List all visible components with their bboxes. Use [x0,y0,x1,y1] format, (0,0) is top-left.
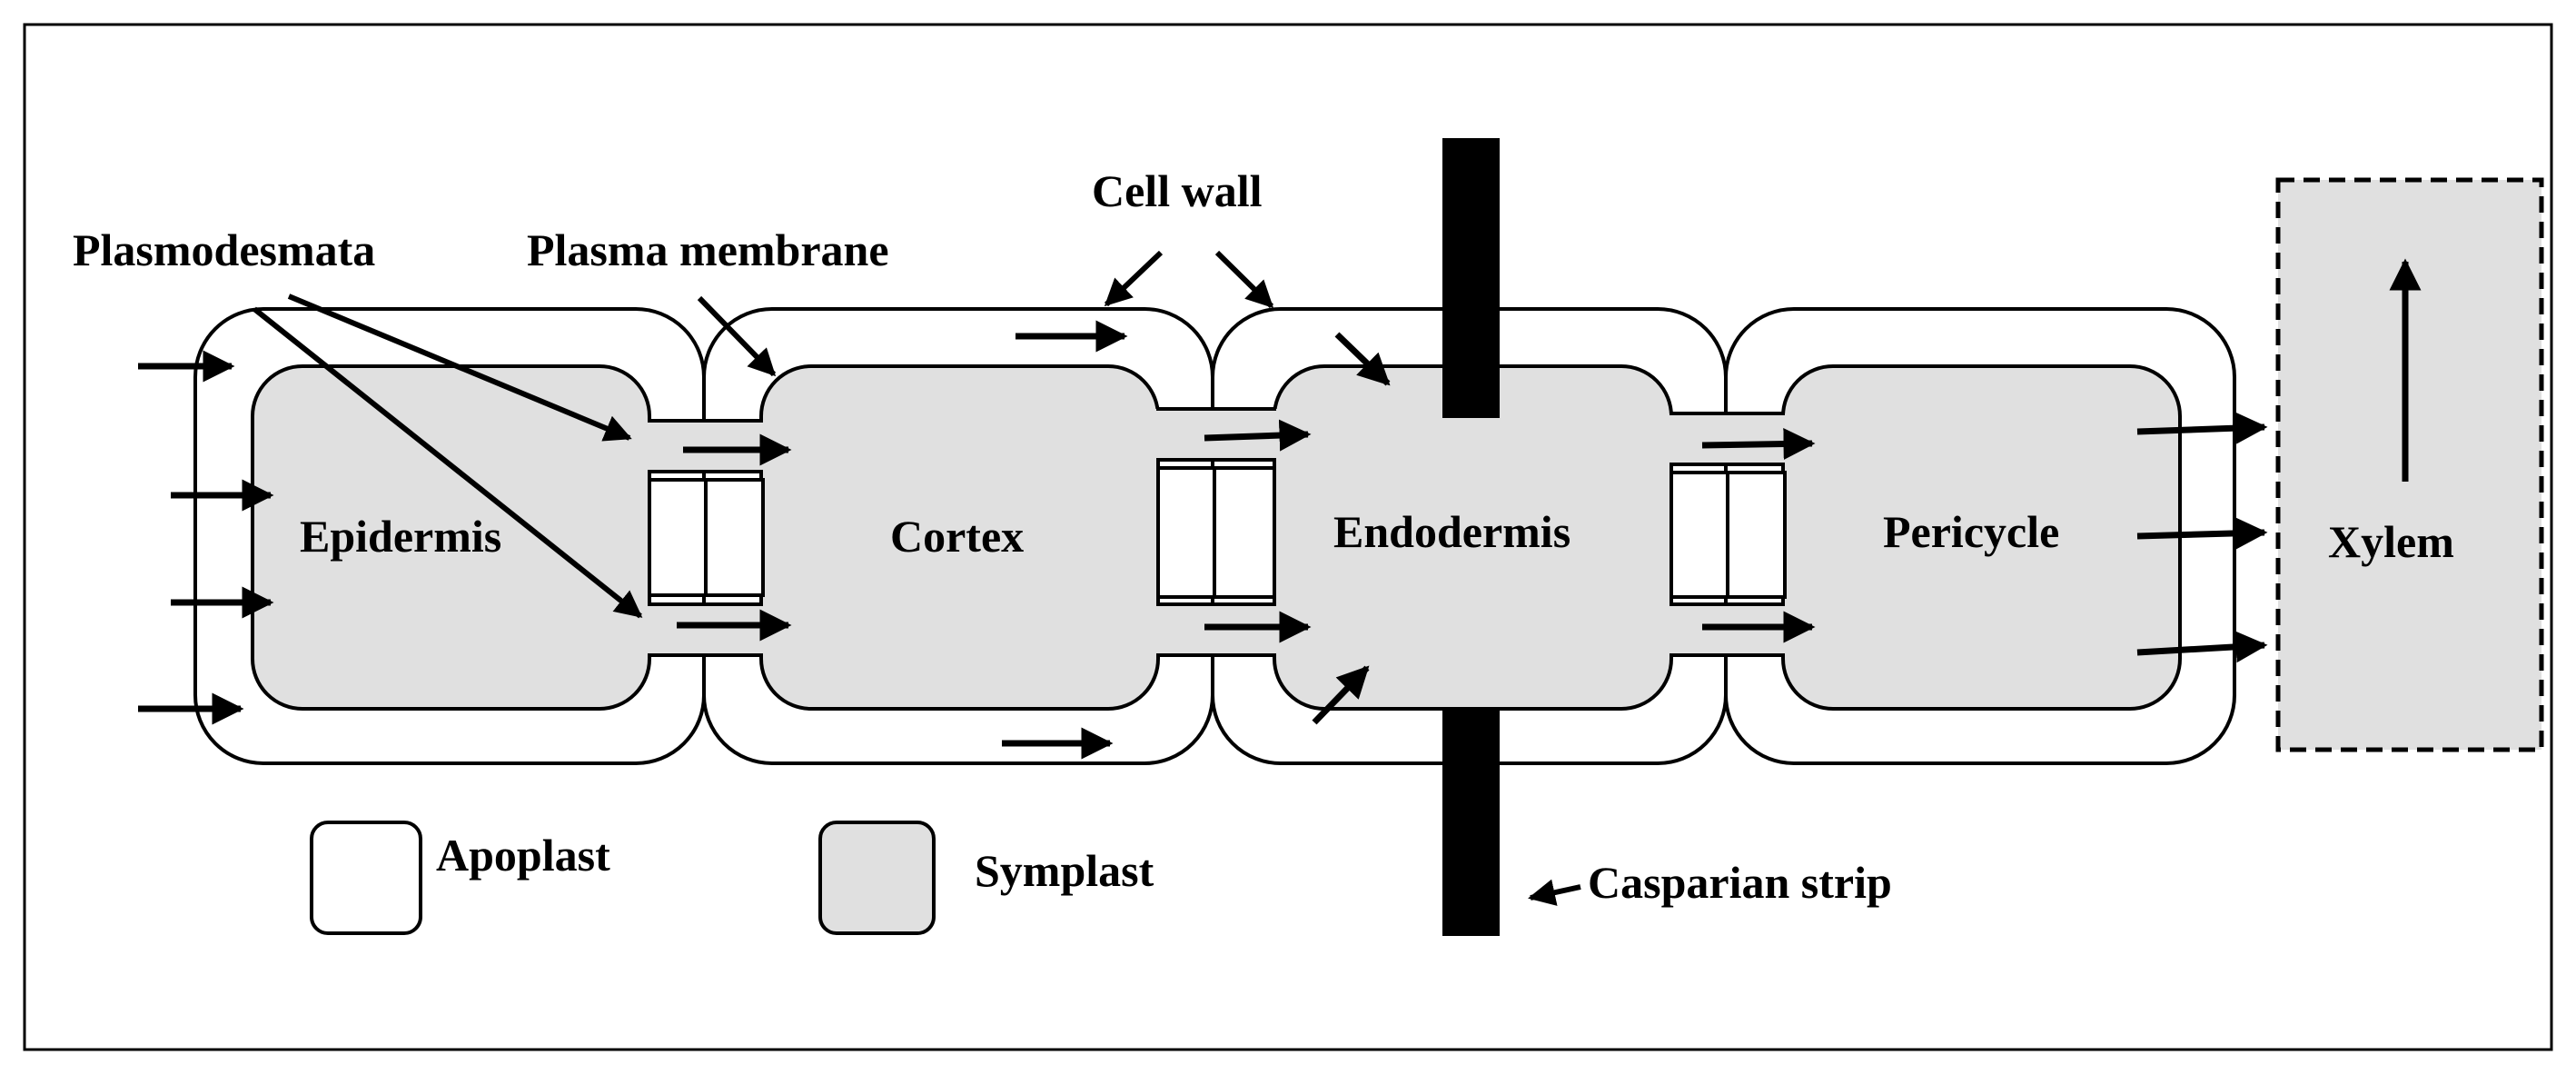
flow-arrows [138,258,2422,760]
xylem-vessel [2275,177,2544,752]
cell-wall-pointer [1214,250,1274,309]
legend-symplast-swatch [818,821,936,935]
cortex-label: Cortex [890,511,1024,562]
to-xylem-arrow [2136,412,2268,444]
legend-apoplast-label: Apoplast [436,830,610,881]
to-xylem-arrow [2136,631,2268,663]
casparian-strip [1442,138,1500,418]
apoplast-arrow [1312,665,1370,725]
cell-wall-label: Cell wall [1092,165,1263,216]
casparian-strip-lower [1442,709,1500,936]
apoplast-arrow [1334,332,1391,386]
cell-wall-pointer [1104,250,1164,307]
wall-block-3 [1669,471,1787,599]
plasmodesmata-pointer [253,306,643,619]
legend-symplast-label: Symplast [975,845,1154,896]
symplast-arrow [1701,428,1816,461]
wall-block-2 [1156,466,1276,599]
pointer-arrows [253,250,1581,906]
endodermis-label: Endodermis [1333,506,1570,557]
xylem-label: Xylem [2328,516,2454,567]
plasmodesmata-pointer [287,294,632,442]
epidermis-label: Epidermis [300,511,501,562]
symplast-arrow [1204,419,1312,452]
casparian-strip-label: Casparian strip [1588,857,1892,908]
plasmodesmata-label: Plasmodesmata [73,224,375,275]
to-xylem-arrow [2136,517,2268,550]
plasmodesmata-channel-1 [636,419,775,657]
plasma-membrane-label: Plasma membrane [527,224,889,275]
legend-apoplast-swatch [310,821,422,935]
casparian-strip-pointer [1528,879,1581,906]
pericycle-label: Pericycle [1883,506,2059,557]
wall-block-1 [648,478,765,597]
plasma-membrane-pointer [697,295,777,377]
